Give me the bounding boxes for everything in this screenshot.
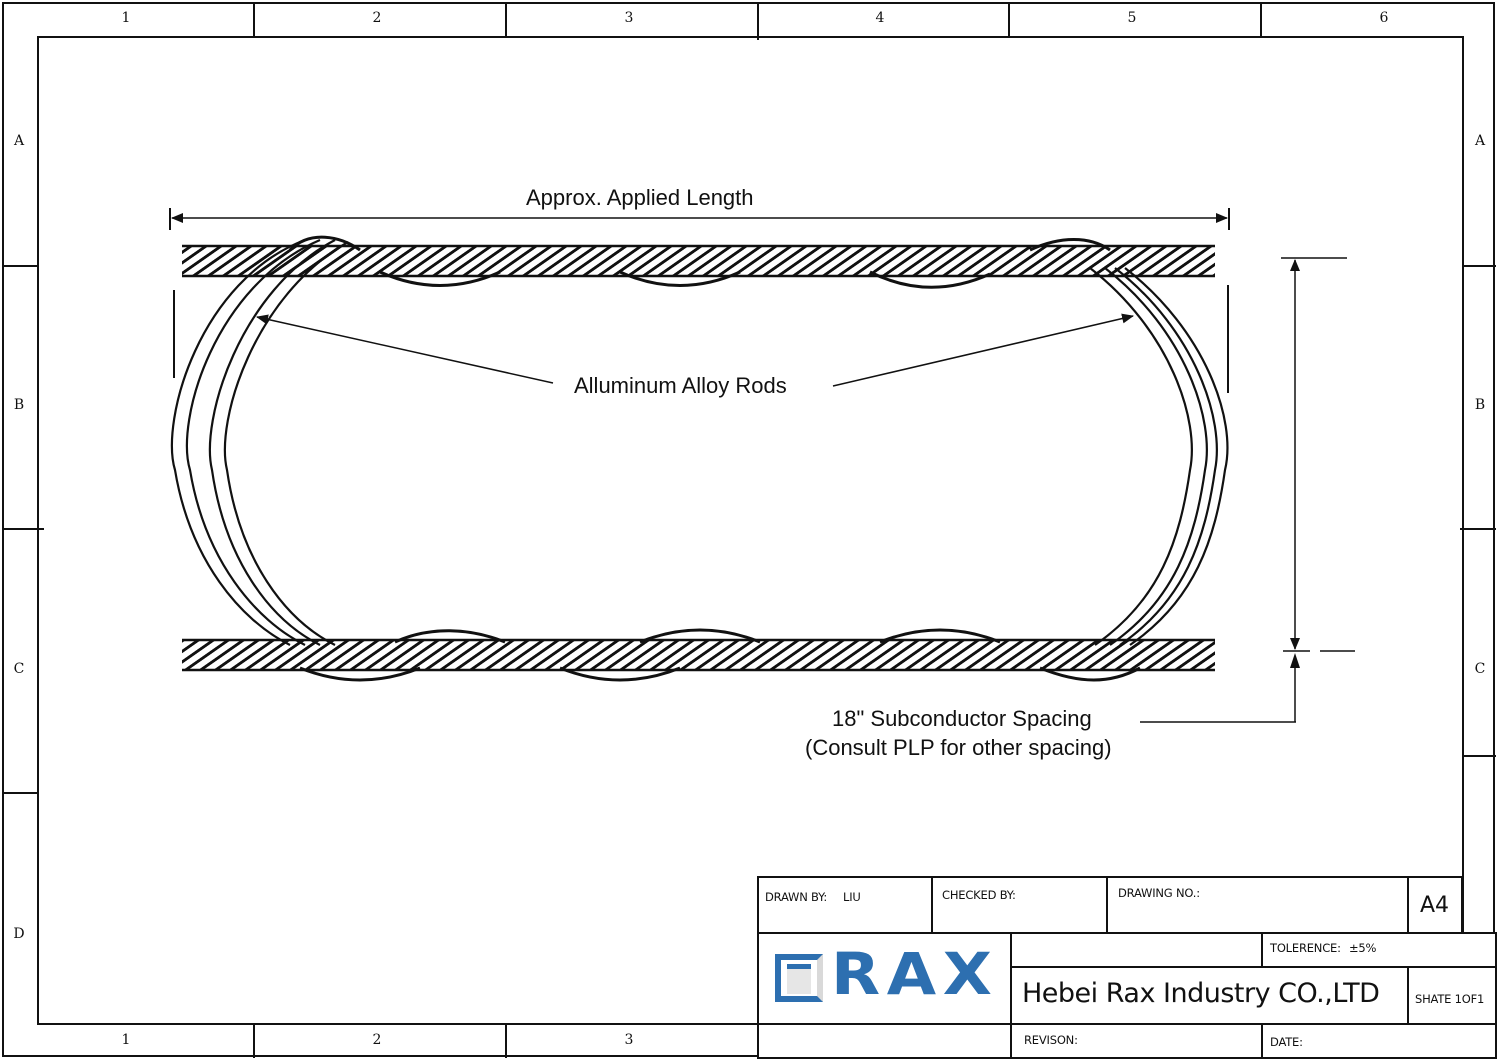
top-col-divider	[505, 2, 507, 37]
row-label-a-left: A	[13, 133, 25, 149]
rods-label: Alluminum Alloy Rods	[574, 373, 787, 398]
row-label-a-right: A	[1474, 133, 1486, 149]
date-cell: DATE:	[1261, 1023, 1497, 1059]
bottom-column-label-2: 2	[372, 1032, 382, 1048]
tolerance-value: ±5%	[1349, 941, 1377, 955]
right-row-divider	[1462, 265, 1496, 267]
bottom-conductor	[182, 628, 1215, 682]
spacing-label: 18" Subconductor Spacing	[832, 706, 1092, 731]
checked-by-cell: CHECKED BY:	[931, 876, 1108, 934]
left-row-divider	[2, 265, 38, 267]
column-label-4: 4	[875, 10, 885, 26]
bottom-column-label-1: 1	[121, 1032, 131, 1048]
checked-by-label: CHECKED BY:	[942, 888, 1016, 902]
company-cell: Hebei Rax Industry CO.,LTD	[1010, 966, 1409, 1025]
sheet-number-cell: SHATE 1OF1	[1407, 966, 1497, 1025]
sheet-size: A4	[1420, 893, 1450, 918]
row-label-c-right: C	[1474, 661, 1486, 677]
right-row-divider	[1460, 528, 1496, 530]
tolerance-cell: TOLERENCE: ±5%	[1261, 932, 1497, 968]
top-col-divider	[1008, 2, 1010, 37]
right-rod-loop	[1089, 267, 1229, 646]
column-label-1: 1	[121, 10, 131, 26]
date-label: DATE:	[1270, 1035, 1303, 1049]
bottom-column-label-3: 3	[624, 1032, 634, 1048]
top-conductor	[182, 235, 1215, 289]
column-label-6: 6	[1379, 10, 1389, 26]
left-row-divider	[2, 792, 38, 794]
row-label-b-left: B	[13, 397, 25, 413]
column-label-5: 5	[1127, 10, 1137, 26]
spacing-note: (Consult PLP for other spacing)	[805, 735, 1112, 760]
row-label-b-right: B	[1474, 397, 1486, 413]
left-rod-loop	[170, 238, 349, 646]
sheet-size-cell: A4	[1407, 876, 1463, 934]
column-label-3: 3	[624, 10, 634, 26]
column-label-2: 2	[372, 10, 382, 26]
row-label-d-left: D	[13, 926, 25, 942]
inner-border	[37, 36, 1464, 1025]
revision-label: REVISON:	[1024, 1033, 1078, 1047]
top-col-divider	[1260, 2, 1262, 37]
drawn-by-value: LIU	[843, 890, 861, 904]
bottom-col-divider	[253, 1023, 255, 1058]
drawn-by-label: DRAWN BY:	[765, 890, 828, 904]
drawing-no-cell: DRAWING NO.:	[1106, 876, 1409, 934]
sheet-number: SHATE 1OF1	[1415, 992, 1485, 1006]
drawn-by-cell: DRAWN BY: LIU	[757, 876, 933, 934]
logo-cell: RAX	[757, 932, 1012, 1025]
row-label-c-left: C	[13, 661, 25, 677]
top-col-divider	[757, 2, 759, 40]
bottom-col-divider	[505, 1023, 507, 1058]
tolerance-label: TOLERENCE:	[1270, 941, 1341, 955]
company-name: Hebei Rax Industry CO.,LTD	[1022, 978, 1380, 1009]
blank-cell	[1010, 932, 1263, 968]
drawing-no-label: DRAWING NO.:	[1118, 886, 1200, 900]
top-col-divider	[253, 2, 255, 37]
right-row-divider	[1462, 755, 1496, 757]
revision-cell: REVISON:	[1010, 1023, 1263, 1059]
rax-logo-icon	[775, 954, 825, 1004]
left-row-divider	[2, 528, 44, 530]
applied-length-label: Approx. Applied Length	[526, 185, 754, 210]
rax-logo-text: RAX	[831, 940, 999, 1008]
blank-bottom-cell	[757, 1023, 1012, 1059]
